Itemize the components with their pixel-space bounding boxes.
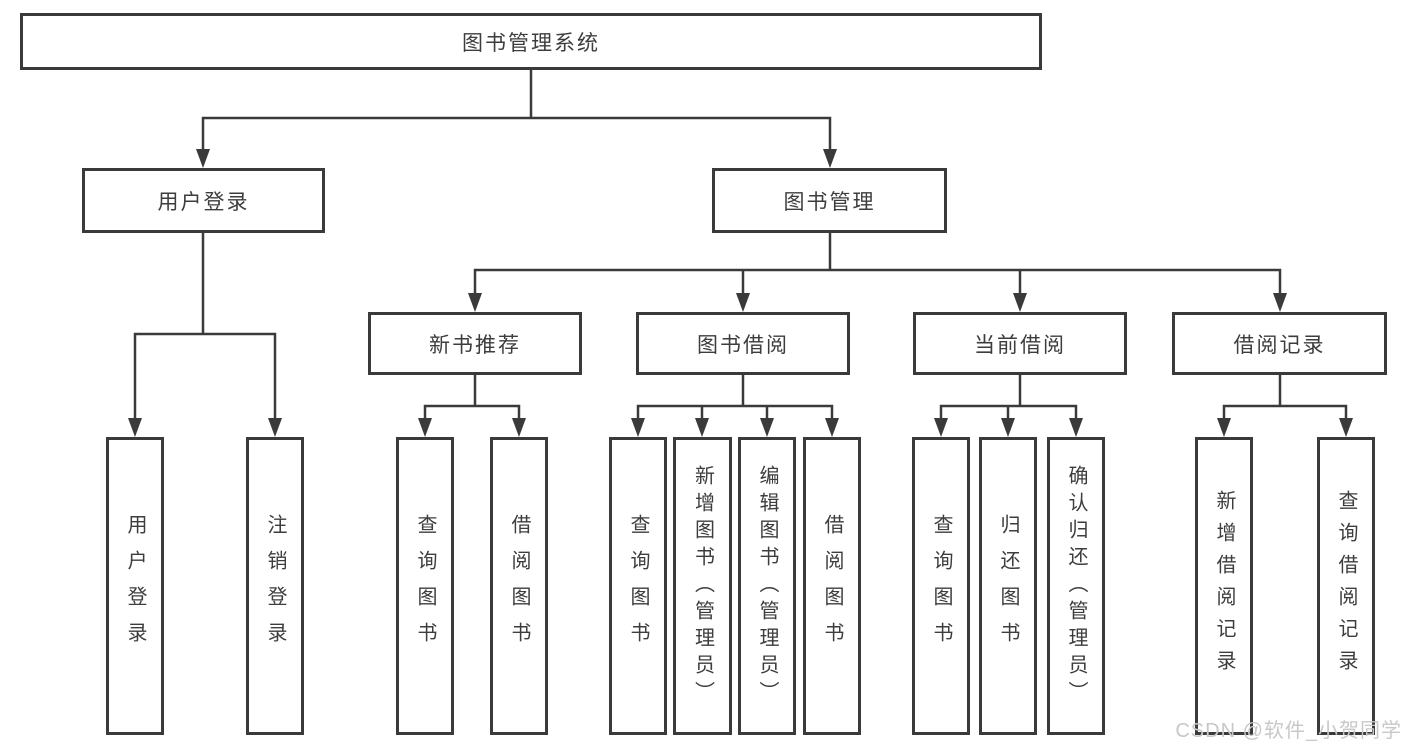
leaf-user-login: 用户登录 (106, 437, 164, 735)
connector-borrowing-to-leaves (636, 375, 834, 419)
leaf-add-books-admin: 新增图书（管理员） (673, 437, 732, 735)
connector-records-to-leaves (1222, 375, 1348, 419)
node-book-borrowing: 图书借阅 (636, 312, 850, 375)
node-borrow-records: 借阅记录 (1172, 312, 1387, 375)
leaf-query-books-borrowing: 查询图书 (609, 437, 667, 735)
leaf-return-books: 归还图书 (979, 437, 1037, 735)
connector-root-to-level2 (201, 70, 832, 150)
node-book-borrowing-label: 图书借阅 (697, 333, 789, 357)
node-current-borrowing: 当前借阅 (913, 312, 1127, 375)
node-user-login-label: 用户登录 (157, 190, 250, 214)
leaf-query-books-newrec: 查询图书 (396, 437, 454, 735)
node-library-system-label: 图书管理系统 (462, 31, 600, 55)
watermark: CSDN @软件_小贺同学 (1175, 720, 1402, 742)
node-new-book-recommend-label: 新书推荐 (429, 333, 521, 357)
node-new-book-recommend: 新书推荐 (368, 312, 582, 375)
connector-newbooks-to-leaves (423, 375, 521, 419)
leaf-confirm-return-admin: 确认归还（管理员） (1047, 437, 1105, 735)
connector-bookmgmt-to-level3 (473, 233, 1282, 294)
leaf-borrow-books-borrowing: 借阅图书 (803, 437, 861, 735)
node-current-borrowing-label: 当前借阅 (974, 333, 1066, 357)
leaf-add-borrow-record: 新增借阅记录 (1195, 437, 1253, 735)
leaf-logout: 注销登录 (246, 437, 304, 735)
node-book-management-label: 图书管理 (783, 190, 876, 214)
arrowheads (128, 149, 1353, 437)
leaf-borrow-books-newrec: 借阅图书 (490, 437, 548, 735)
leaf-query-books-current: 查询图书 (912, 437, 970, 735)
node-user-login: 用户登录 (82, 168, 325, 233)
connector-current-to-leaves (939, 375, 1078, 419)
node-borrow-records-label: 借阅记录 (1233, 333, 1326, 357)
connector-userlogin-to-leaves (133, 233, 277, 419)
node-library-system: 图书管理系统 (20, 13, 1042, 70)
leaf-edit-books-admin: 编辑图书（管理员） (738, 437, 796, 735)
leaf-query-borrow-record: 查询借阅记录 (1317, 437, 1375, 735)
node-book-management: 图书管理 (712, 168, 947, 233)
